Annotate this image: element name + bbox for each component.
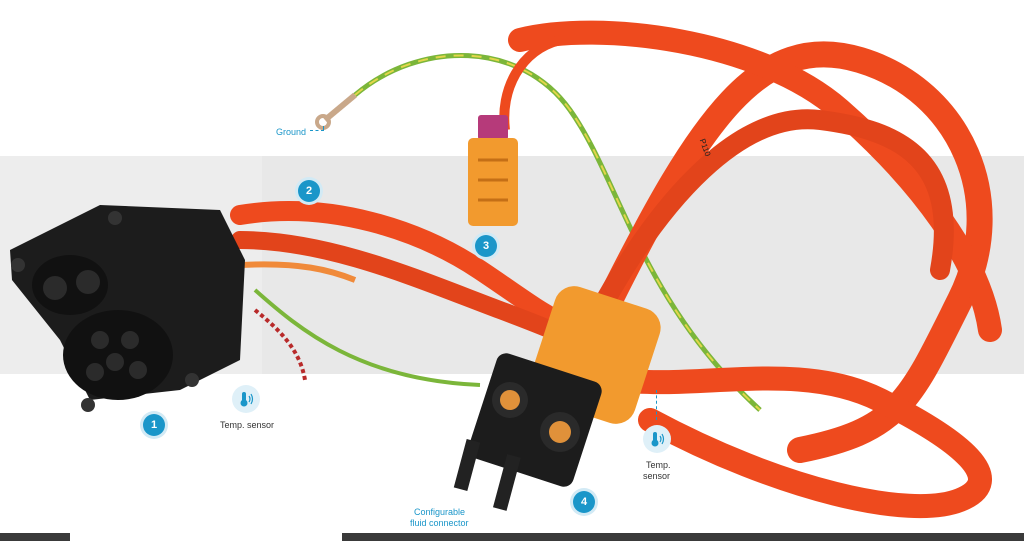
- temp-sensor-label-right-1: Temp.: [646, 460, 671, 470]
- thermometer-icon: [651, 432, 665, 447]
- cable-loop-top: [508, 20, 1002, 342]
- thermometer-signal-icon-right: [643, 425, 671, 453]
- cable-connector-3: [499, 35, 562, 131]
- thermometer-icon: [240, 392, 254, 407]
- badge-4: 4: [573, 491, 595, 513]
- temp-sensor-label-right-2: sensor: [643, 471, 671, 481]
- ground-leader-vertical: [323, 126, 324, 130]
- fluid-connector-label-1: Configurable: [414, 507, 466, 517]
- connector-3-body: [468, 138, 518, 226]
- badge-1: 1: [143, 414, 165, 436]
- fluid-connector-label-2: fluid connector: [410, 518, 469, 528]
- connector-3-ribs: [478, 158, 508, 202]
- temp-sensor-label-left: Temp. sensor: [220, 420, 275, 430]
- cable-loop-lower: [608, 366, 992, 519]
- cable-loop-inner: [590, 109, 954, 320]
- signal-wires: [239, 261, 357, 283]
- connector-4: [453, 286, 661, 511]
- temp-sensor-leader: [656, 390, 657, 420]
- ground-terminal: [323, 92, 357, 123]
- cable-main-2: [231, 231, 589, 349]
- sensor-wire-twisted: [253, 308, 307, 381]
- cable-loop-outer: [597, 41, 993, 463]
- ground-label: Ground: [276, 127, 307, 137]
- ground-wire-lower: [253, 288, 481, 387]
- ground-leader: [310, 130, 324, 131]
- bottom-bar-left: [0, 533, 70, 541]
- connector-3-cap: [478, 115, 508, 140]
- bottom-bar-right: [342, 533, 1024, 541]
- badge-3: 3: [475, 235, 497, 257]
- thermometer-signal-icon: [232, 385, 260, 413]
- ground-wire-stripe: [354, 54, 761, 411]
- badge-2: 2: [298, 180, 320, 202]
- charging-inlet: [10, 205, 245, 412]
